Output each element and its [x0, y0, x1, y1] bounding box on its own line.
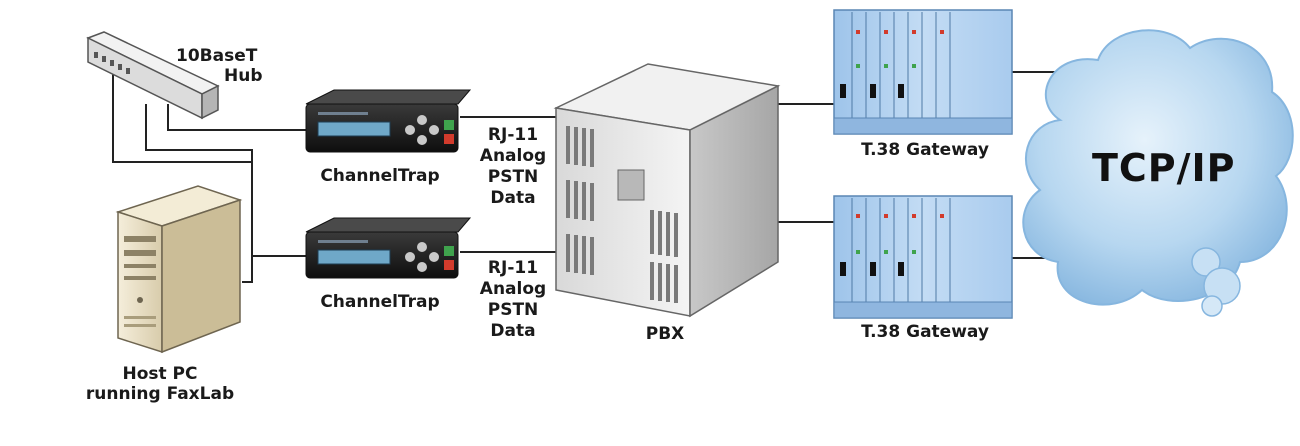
network-cloud-icon	[1022, 29, 1294, 317]
channeltrap-bottom-label: ChannelTrap	[320, 292, 440, 312]
hub-to-pc-line-2	[242, 222, 253, 283]
cloud-label: TCP/IP	[1092, 146, 1236, 190]
hub-label-line1: 10BaseT	[176, 46, 258, 66]
connection-lines	[112, 60, 1062, 283]
tower-pc-icon	[115, 185, 243, 354]
hub-to-pc-line	[112, 60, 253, 222]
link-bottom-line2: Analog	[479, 279, 547, 299]
link-bottom-line3: PSTN	[487, 300, 539, 320]
link-bottom-label: RJ-11 Analog PSTN Data	[468, 258, 558, 342]
channeltrap-top-label: ChannelTrap	[320, 166, 440, 186]
gateway-bottom-label: T.38 Gateway	[861, 322, 989, 342]
channeltrap-device-icon	[305, 89, 472, 153]
link-top-line1: RJ-11	[487, 125, 539, 145]
link-top-label: RJ-11 Analog PSTN Data	[468, 125, 558, 209]
gateway-rack-icon	[833, 195, 1013, 319]
hub-to-channeltrap-top-line	[167, 104, 306, 131]
host-pc-label-line1: Host PC	[122, 364, 198, 384]
link-top-line3: PSTN	[487, 167, 539, 187]
hub-label-line2: Hub	[224, 66, 263, 86]
hub-to-channeltrap-bottom-line	[145, 104, 306, 257]
link-top-line4: Data	[490, 188, 536, 208]
pbx-cabinet-icon	[553, 63, 781, 318]
network-hub-icon	[86, 31, 220, 120]
link-top-line2: Analog	[479, 146, 547, 166]
hub-label: 10BaseT Hub	[176, 46, 263, 86]
host-pc-label: Host PC running FaxLab	[70, 364, 250, 404]
gateway-top-label: T.38 Gateway	[861, 140, 989, 160]
gateway-rack-icon	[833, 9, 1013, 135]
channeltrap-device-icon	[305, 217, 472, 279]
link-bottom-line1: RJ-11	[487, 258, 539, 278]
host-pc-label-line2: running FaxLab	[85, 384, 235, 404]
pbx-label: PBX	[645, 324, 685, 344]
link-bottom-line4: Data	[490, 321, 536, 341]
